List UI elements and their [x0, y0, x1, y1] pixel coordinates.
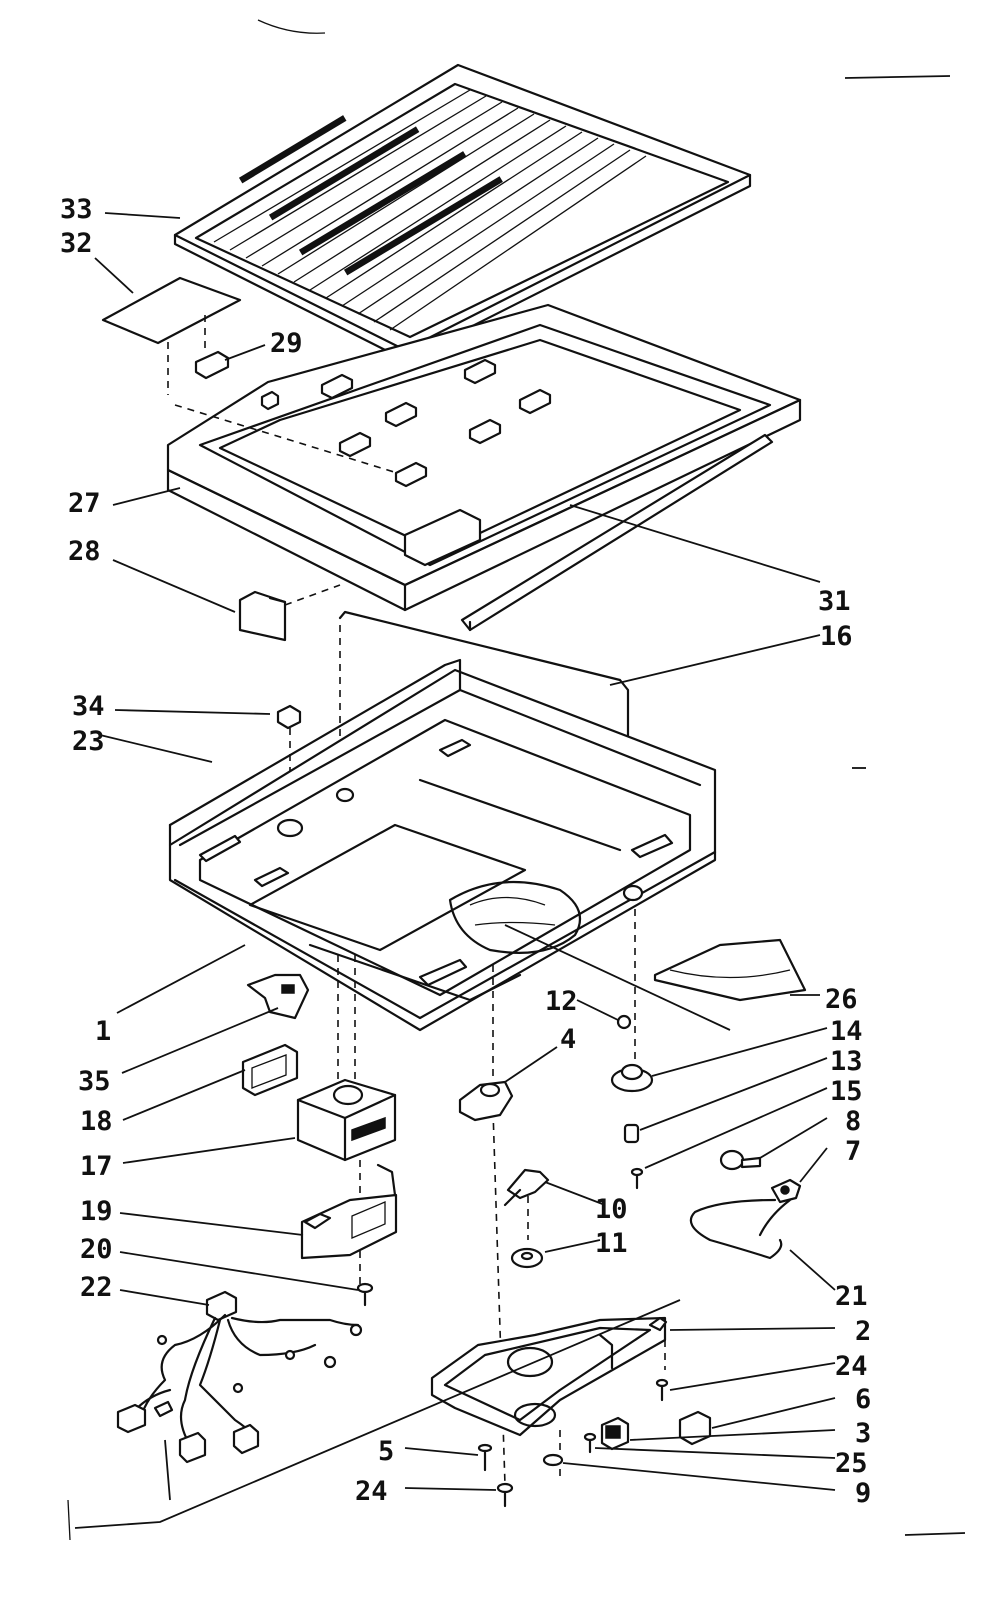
part-32-label-card [101, 276, 242, 345]
part-31-strip [460, 433, 774, 632]
part-15-screw [630, 1167, 644, 1190]
callout-18: 18 [80, 1106, 113, 1137]
callout-9: 9 [855, 1478, 871, 1509]
callout-6: 6 [855, 1384, 871, 1415]
part-2-lower-housing [430, 1316, 668, 1480]
callout-26: 26 [825, 984, 858, 1015]
part-28-block [238, 590, 287, 642]
callout-7: 7 [845, 1136, 861, 1167]
callout-21: 21 [835, 1281, 868, 1312]
part-14-grommet [610, 1063, 654, 1093]
callout-24-upper: 24 [835, 1351, 868, 1382]
callout-16: 16 [820, 621, 853, 652]
part-5-screw [477, 1443, 493, 1472]
callout-10: 10 [595, 1194, 628, 1225]
part-33-vent-grille [173, 63, 752, 362]
callout-24-lower: 24 [355, 1476, 388, 1507]
part-13-sleeve [623, 1123, 640, 1144]
callout-15: 15 [830, 1076, 863, 1107]
leader-lines [94, 212, 836, 1491]
callout-2: 2 [855, 1316, 871, 1347]
part-24-screw-upper [655, 1378, 669, 1402]
callout-5: 5 [378, 1436, 394, 1467]
callout-29: 29 [270, 328, 303, 359]
callout-1: 1 [95, 1016, 111, 1047]
scan-marks [67, 19, 966, 1541]
callout-32: 32 [60, 228, 93, 259]
callout-25: 25 [835, 1448, 868, 1479]
callout-12: 12 [545, 986, 578, 1017]
part-10-switch [503, 1168, 550, 1207]
part-24-screw-lower [496, 1482, 514, 1508]
callout-14: 14 [830, 1016, 863, 1047]
part-23-liner-pan [168, 658, 731, 1032]
part-17-control-housing [296, 1078, 397, 1162]
part-4-control [458, 1080, 514, 1122]
part-7-lamp-socket [770, 1178, 802, 1204]
callout-35: 35 [78, 1066, 111, 1097]
callout-4: 4 [560, 1024, 576, 1055]
callout-27: 27 [68, 488, 101, 519]
callout-22: 22 [80, 1272, 113, 1303]
part-6-connector [678, 1410, 712, 1446]
callout-33: 33 [60, 194, 93, 225]
part-19-bracket [300, 1163, 398, 1260]
part-12-clip [616, 1014, 632, 1030]
callout-8: 8 [845, 1106, 861, 1137]
callout-11: 11 [595, 1228, 628, 1259]
part-20-screw [356, 1282, 374, 1307]
part-22-wiring-harness [116, 1290, 363, 1501]
callout-13: 13 [830, 1046, 863, 1077]
callout-3: 3 [855, 1418, 871, 1449]
callout-17: 17 [80, 1151, 113, 1182]
part-9-plug [542, 1453, 564, 1467]
callout-31: 31 [818, 586, 851, 617]
part-11-washer [510, 1247, 544, 1269]
part-18-lens [241, 1043, 299, 1097]
callout-19: 19 [80, 1196, 113, 1227]
part-25-screw [583, 1432, 597, 1454]
callout-labels: 33 32 29 27 28 31 16 34 23 1 35 18 17 19… [60, 194, 871, 1509]
callout-20: 20 [80, 1234, 113, 1265]
callout-34: 34 [72, 691, 105, 722]
part-21-lamp-wire [689, 1198, 792, 1260]
part-3-relay [600, 1416, 630, 1451]
callout-23: 23 [72, 726, 105, 757]
part-27-housing-frame [166, 303, 802, 612]
callout-28: 28 [68, 536, 101, 567]
part-8-light-bulb [719, 1149, 762, 1171]
part-29-clip [194, 350, 230, 380]
part-35-damper-knob [246, 973, 310, 1020]
part-26-insulation [653, 938, 807, 1002]
